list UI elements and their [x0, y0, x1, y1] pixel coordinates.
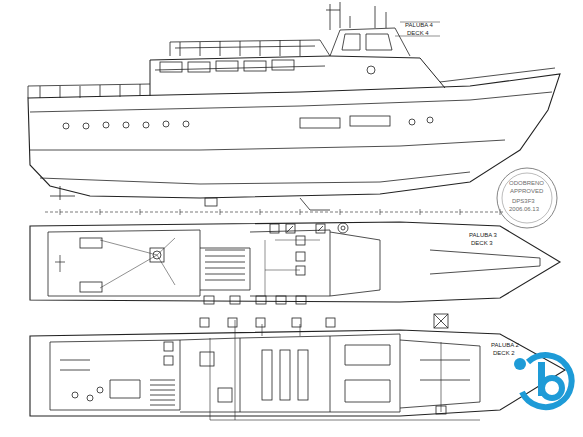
- logo: [514, 355, 572, 407]
- stamp-text: ODOBRENO: [508, 180, 545, 187]
- deck-label: DECK 3: [470, 240, 494, 247]
- deck-label: PALUBA 4: [404, 22, 434, 29]
- deck-2-plan: [30, 314, 565, 420]
- stamp-text: APPROVED: [509, 188, 544, 195]
- deck-3-plan: [30, 222, 560, 304]
- stamp-text: 2006.06.13: [508, 206, 540, 213]
- deck-label: PALUBA 2: [490, 342, 520, 349]
- deck-label: DECK 2: [492, 350, 516, 357]
- stamp-text: DPS3F3: [511, 198, 536, 205]
- profile-view: [28, 2, 560, 215]
- approval-stamp: [497, 168, 557, 228]
- deck-label: DECK 4: [406, 30, 430, 37]
- deck-label: PALUBA 3: [468, 232, 498, 239]
